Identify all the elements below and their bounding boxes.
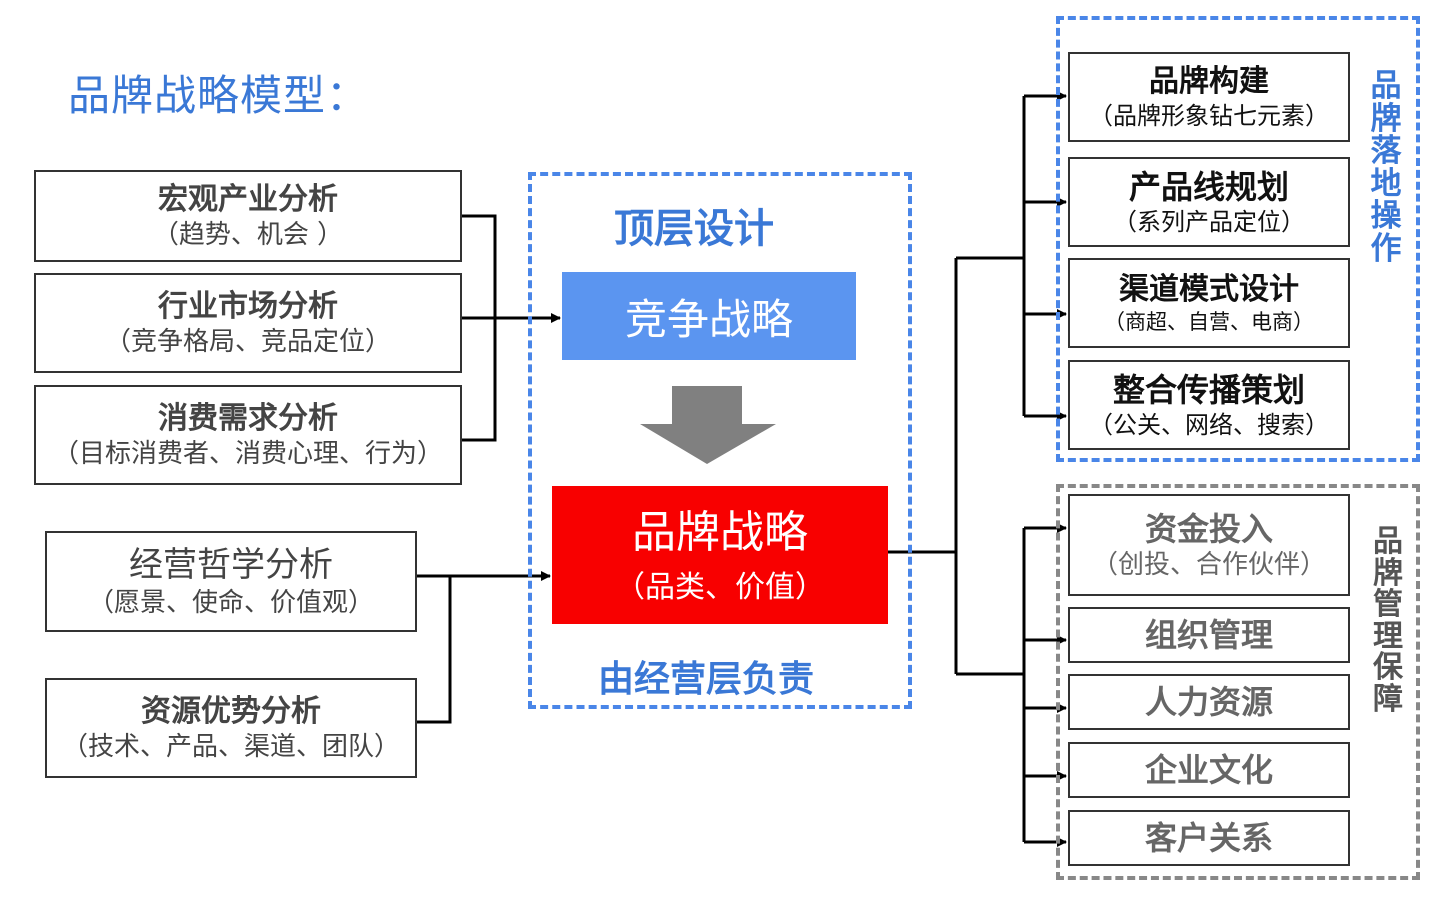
box-subtitle: （系列产品定位） bbox=[1113, 208, 1305, 236]
box-title: 产品线规划 bbox=[1128, 168, 1289, 206]
product-line-planning-box: 产品线规划 （系列产品定位） bbox=[1068, 157, 1350, 247]
brand-management-dashed-frame bbox=[1056, 484, 1420, 880]
box-subtitle: （技术、产品、渠道、团队） bbox=[61, 731, 400, 762]
consumer-demand-analysis-box: 消费需求分析 （目标消费者、消费心理、行为） bbox=[34, 385, 462, 485]
brand-building-box: 品牌构建 （品牌形象钻七元素） bbox=[1068, 52, 1350, 142]
box-subtitle: （目标消费者、消费心理、行为） bbox=[52, 438, 443, 469]
management-responsible-label: 由经营层负责 bbox=[598, 659, 815, 700]
down-arrow-icon bbox=[640, 386, 776, 464]
macro-industry-analysis-box: 宏观产业分析 （趋势、机会 ） bbox=[34, 170, 462, 262]
brand-execution-side-label: 品牌落地操作 bbox=[1370, 68, 1402, 267]
box-title: 渠道模式设计 bbox=[1119, 272, 1299, 308]
box-subtitle: （趋势、机会 ） bbox=[152, 219, 344, 250]
capital-investment-box: 资金投入 （创投、合作伙伴） bbox=[1068, 494, 1350, 596]
execution-connector bbox=[888, 91, 1067, 847]
human-resources-box: 人力资源 bbox=[1068, 674, 1350, 730]
competitive-strategy-box: 竞争战略 bbox=[562, 272, 856, 360]
brand-strategy-box: 品牌战略 （品类、价值） bbox=[552, 486, 888, 624]
diagram-title: 品牌战略模型： bbox=[68, 71, 370, 120]
box-subtitle: （公关、网络、搜索） bbox=[1089, 411, 1329, 439]
integrated-communication-box: 整合传播策划 （公关、网络、搜索） bbox=[1068, 360, 1350, 450]
box-title: 行业市场分析 bbox=[158, 289, 338, 324]
box-title: 人力资源 bbox=[1144, 683, 1273, 721]
box-title: 客户关系 bbox=[1144, 819, 1273, 857]
box-subtitle: （商超、自营、电商） bbox=[1104, 309, 1314, 334]
box-title: 经营哲学分析 bbox=[129, 545, 333, 585]
center-dashed-frame bbox=[528, 172, 912, 709]
internal-analysis-connector bbox=[417, 571, 551, 724]
box-title: 资金投入 bbox=[1144, 509, 1273, 548]
corporate-culture-box: 企业文化 bbox=[1068, 742, 1350, 798]
channel-model-design-box: 渠道模式设计 （商超、自营、电商） bbox=[1068, 258, 1350, 348]
customer-relations-box: 客户关系 bbox=[1068, 810, 1350, 866]
brand-management-side-label: 品牌管理保障 bbox=[1373, 524, 1403, 717]
box-title: 消费需求分析 bbox=[158, 401, 338, 436]
box-title: 整合传播策划 bbox=[1112, 371, 1305, 409]
market-analysis-connector bbox=[462, 214, 561, 442]
box-title: 组织管理 bbox=[1144, 616, 1273, 654]
organization-management-box: 组织管理 bbox=[1068, 607, 1350, 663]
box-subtitle: （品牌形象钻七元素） bbox=[1089, 101, 1329, 130]
business-philosophy-analysis-box: 经营哲学分析 （愿景、使命、价值观） bbox=[45, 531, 417, 632]
top-level-design-label: 顶层设计 bbox=[614, 206, 774, 252]
box-subtitle: （愿景、使命、价值观） bbox=[87, 587, 374, 618]
box-subtitle: （创投、合作伙伴） bbox=[1091, 549, 1326, 580]
box-title: 企业文化 bbox=[1144, 751, 1273, 789]
box-subtitle: （品类、价值） bbox=[615, 569, 825, 605]
box-title: 资源优势分析 bbox=[141, 694, 321, 729]
box-title: 宏观产业分析 bbox=[158, 182, 338, 217]
brand-execution-dashed-frame bbox=[1056, 16, 1420, 462]
box-title: 品牌战略 bbox=[632, 507, 808, 559]
resource-advantage-analysis-box: 资源优势分析 （技术、产品、渠道、团队） bbox=[45, 678, 417, 778]
industry-market-analysis-box: 行业市场分析 （竞争格局、竞品定位） bbox=[34, 273, 462, 373]
box-subtitle: （竞争格局、竞品定位） bbox=[104, 326, 391, 357]
box-title: 品牌构建 bbox=[1149, 64, 1269, 100]
